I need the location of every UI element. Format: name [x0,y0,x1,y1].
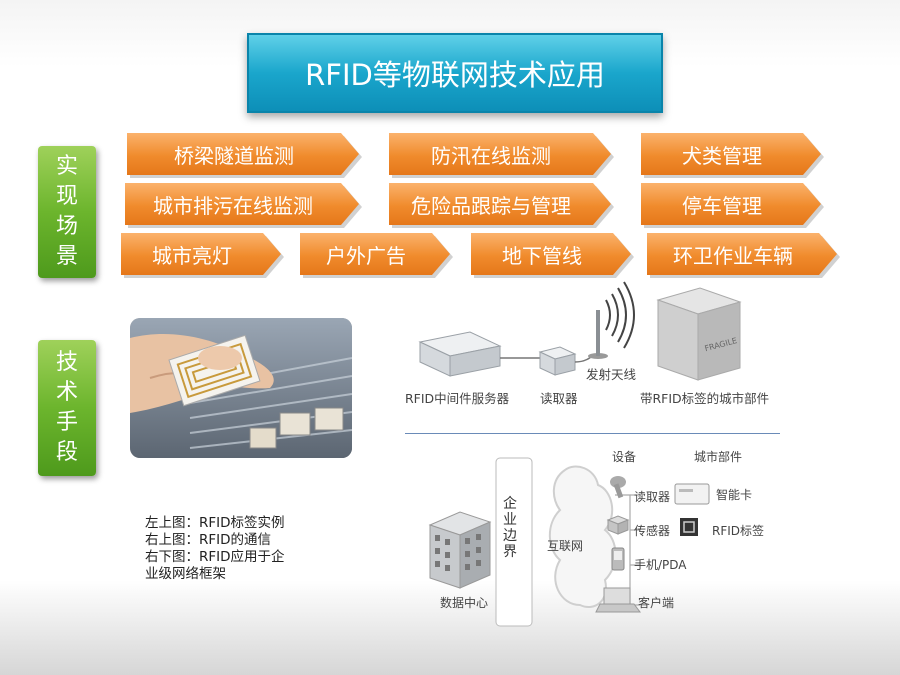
boundary-char: 企 [503,496,517,512]
component-label: 带RFID标签的城市部件 [640,391,770,406]
reader-icon [538,346,577,376]
phone-icon [611,547,625,571]
scenarios-side-char: 场 [55,214,78,239]
boundary-char: 业 [503,512,517,528]
component-label-rfid-tag: RFID标签 [712,524,765,538]
tech-side-char: 技 [55,350,78,375]
scenario-arrow: 地下管线 [471,233,631,275]
scenario-arrow: 停车管理 [641,183,821,225]
scenario-arrow: 城市排污在线监测 [125,183,359,225]
caption-line: 右下图：RFID应用于企 [145,549,285,565]
reader-label: 读取器 [540,391,578,406]
rfid-communication-diagram: FRAGILE [418,281,742,381]
scenario-arrow: 防汛在线监测 [389,133,611,175]
scenarios-side-tab: 实 现 场 景 [38,146,96,278]
scenario-arrow: 户外广告 [300,233,450,275]
scenario-arrow: 桥梁隧道监测 [127,133,359,175]
datacenter-label: 数据中心 [440,596,489,610]
server-icon [418,331,502,377]
tech-side-char: 段 [55,440,78,465]
boundary-char: 界 [503,544,517,560]
server-label: RFID中间件服务器 [405,391,510,406]
scenarios-side-char: 现 [55,184,78,209]
scenarios-side-char: 实 [55,154,78,179]
smart-card-icon [674,483,710,505]
device-label-reader: 读取器 [634,490,671,504]
tech-side-char: 术 [55,380,78,405]
scenario-arrow: 城市亮灯 [121,233,281,275]
divider [405,433,780,434]
boundary-label: 企 业 边 界 [502,496,518,560]
sensor-icon [606,515,630,535]
caption-line: 业级网络框架 [145,566,226,582]
tech-side-char: 手 [55,410,78,435]
scenario-arrow: 环卫作业车辆 [647,233,837,275]
boundary-char: 边 [503,528,517,544]
scenarios-side-char: 景 [55,244,78,269]
component-header: 城市部件 [694,450,743,464]
datacenter-icon [428,511,492,589]
device-header: 设备 [612,450,637,464]
enterprise-network-diagram [428,457,710,627]
rfid-tag-photo [130,318,352,458]
reader-device-icon [610,476,626,499]
page-title: RFID等物联网技术应用 [247,33,663,113]
scenario-arrow: 危险品跟踪与管理 [389,183,611,225]
rfid-tag-icon [680,518,698,536]
crate-icon: FRAGILE [656,287,742,381]
laptop-icon [595,587,641,613]
caption-line: 左上图：RFID标签实例 [145,515,285,531]
scenario-arrow: 犬类管理 [641,133,821,175]
component-label-smart-card: 智能卡 [716,488,753,502]
caption-line: 右上图：RFID的通信 [145,532,272,548]
tech-side-tab: 技 术 手 段 [38,340,96,476]
device-label-phone: 手机/PDA [634,558,687,572]
internet-label: 互联网 [547,539,584,553]
image-caption: 左上图：RFID标签实例 右上图：RFID的通信 右下图：RFID应用于企 业级… [145,515,345,583]
boundary-box [495,457,533,627]
internet-cloud [548,465,617,608]
antenna-label: 发射天线 [586,367,637,382]
antenna-icon [588,281,635,359]
device-label-sensor: 传感器 [634,524,671,538]
device-label-client: 客户端 [638,596,675,610]
